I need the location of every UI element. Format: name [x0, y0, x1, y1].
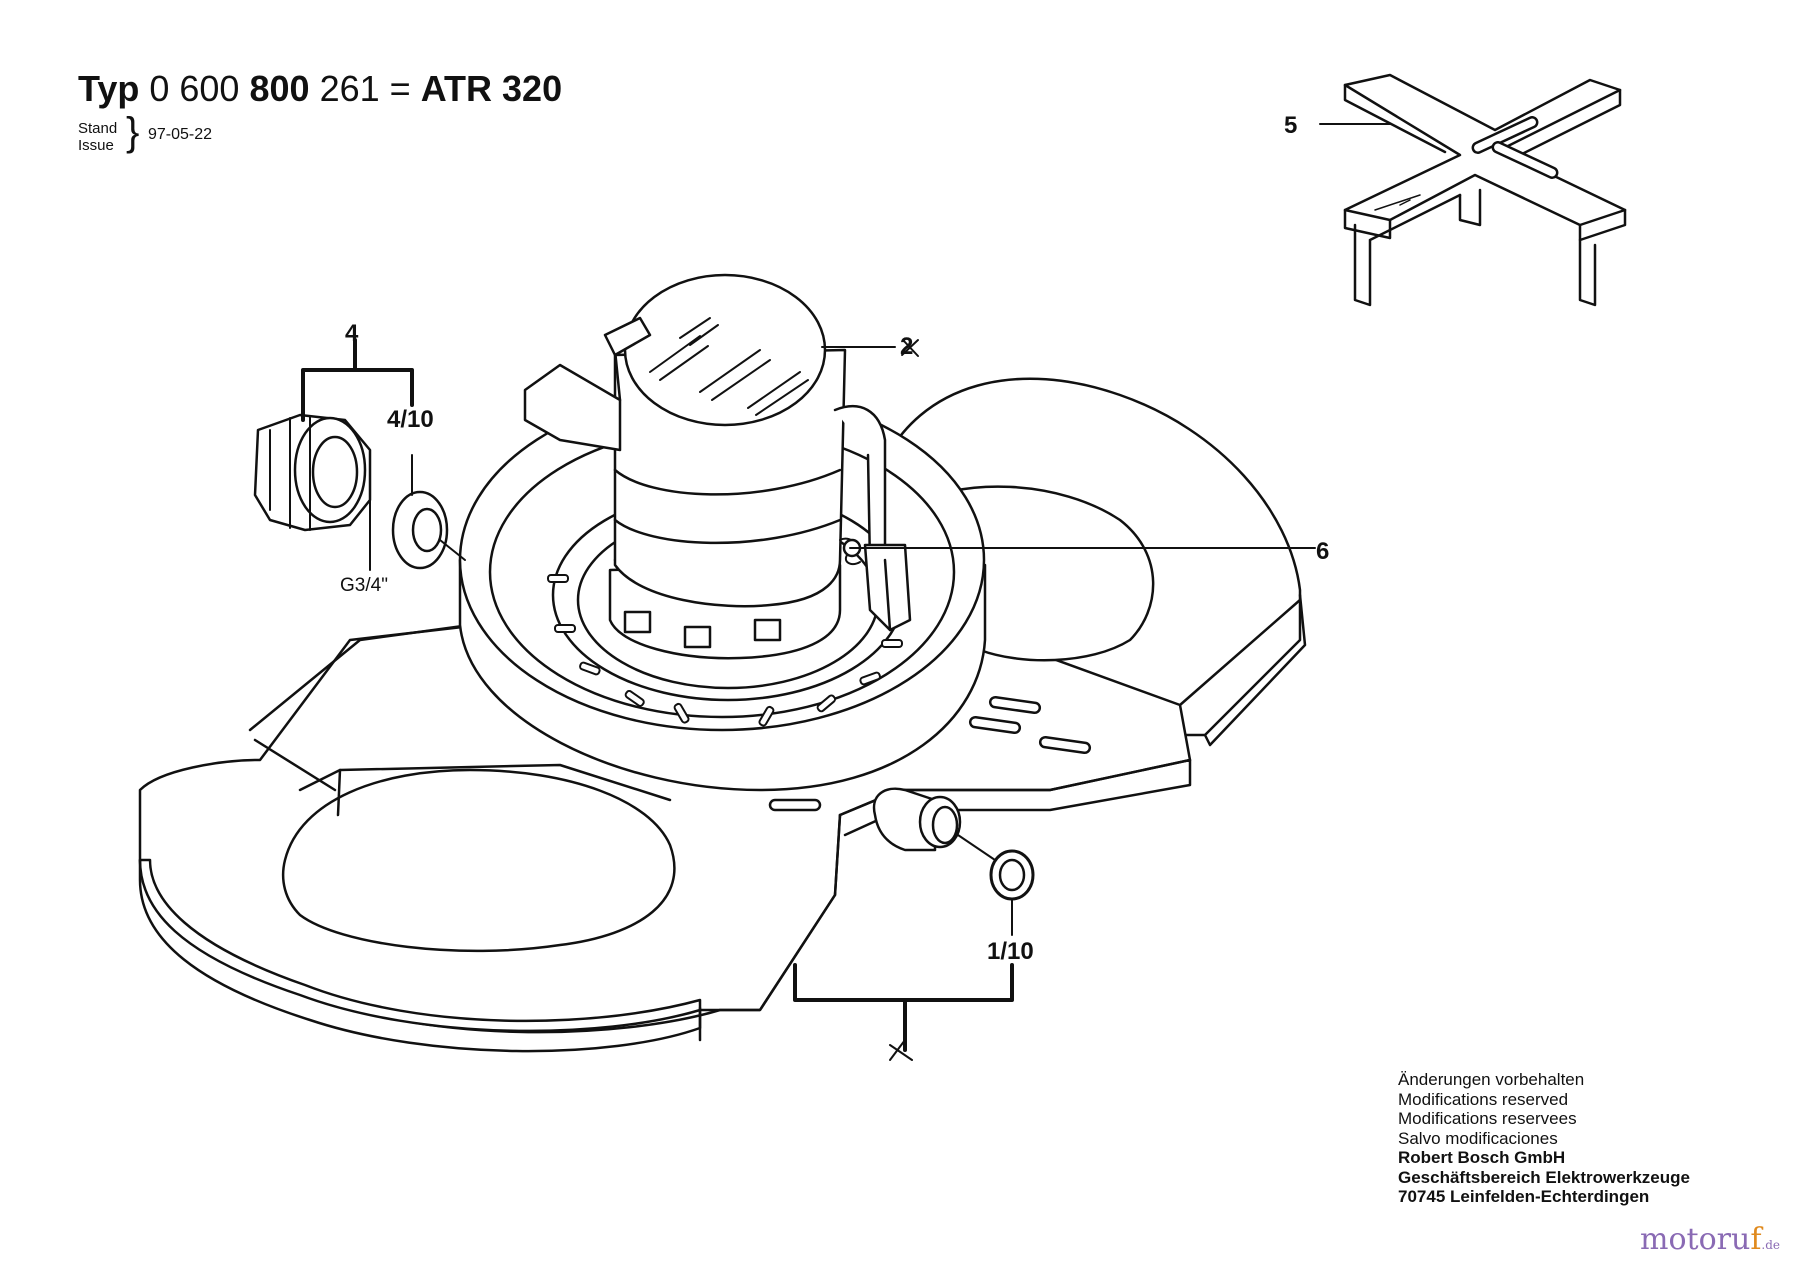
note-line: Modifications reserved [1398, 1089, 1569, 1109]
note-line: Modifications reservees [1398, 1109, 1577, 1128]
motoruf-logo: motoruf.de [1640, 1222, 1780, 1257]
callout-5: 5 [1284, 112, 1298, 139]
part-number-prefix: 0 600 [149, 68, 240, 109]
part-number-suffix: 261 [319, 68, 380, 109]
ground-spike [1343, 73, 1627, 307]
brace-glyph: } [126, 110, 140, 154]
motor-housing [523, 273, 912, 660]
logo-domain: .de [1761, 1238, 1781, 1252]
logo-text-accent: f [1750, 1222, 1762, 1257]
logo-text: u [1730, 1222, 1751, 1257]
logo-text: moto [1640, 1222, 1717, 1257]
company-address: 70745 Leinfelden-Echterdingen [1398, 1187, 1650, 1206]
logo-text: r [1716, 1222, 1731, 1257]
equals-sign: = [389, 68, 411, 109]
callout-4-10: 4/10 [387, 406, 434, 433]
callout-6: 6 [1316, 538, 1330, 565]
stand-label: Stand [78, 120, 118, 137]
leader-lines [301, 123, 1391, 1061]
callout-4: 4 [345, 320, 359, 347]
model-name: ATR 320 [420, 68, 563, 109]
issue-label: Issue [78, 137, 114, 154]
division-name: Geschäftsbereich Elektrowerkzeuge [1398, 1167, 1690, 1187]
callout-1-10: 1/10 [987, 938, 1034, 965]
diagram-title: Typ 0 600 800 261 = ATR 320 [78, 68, 562, 110]
note-line: Salvo modificaciones [1398, 1128, 1558, 1148]
callout-2: 2 [900, 333, 914, 360]
stand-issue-labels: Stand Issue [78, 120, 117, 154]
note-line: Änderungen vorbehalten [1398, 1070, 1585, 1089]
issue-date: 97-05-22 [148, 126, 213, 143]
thread-size-label: G3/4" [340, 575, 388, 596]
notes-block: Änderungen vorbehalten Modifications res… [1398, 1070, 1690, 1207]
coupling-nut [253, 413, 449, 570]
part-number-main: 800 [249, 68, 310, 109]
hose-connector [872, 787, 1035, 901]
company-name: Robert Bosch GmbH [1398, 1148, 1566, 1167]
typ-label: Typ [78, 68, 140, 109]
